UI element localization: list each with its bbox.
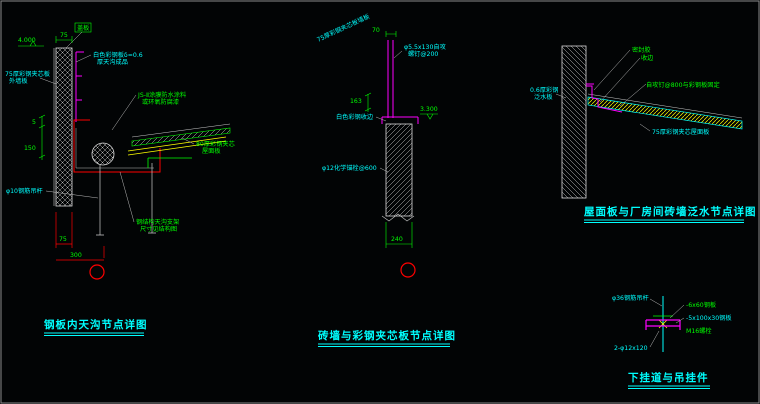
leader-lines [649,298,685,348]
brick-wall-hatch [385,123,413,217]
title-hanger: 下挂道与吊挂件 [628,371,709,384]
label-plate-b: -5x100x30钢板 [686,314,732,322]
elevation-value: 3.300 [420,106,438,113]
elevation-mark [18,40,44,47]
break-line [381,213,415,222]
detail-parapet-flashing: 密封胶 收边 自攻钉@800与彩钢板固定 0.6厚彩钢 泛水板 75厚彩钢夹芯屋… [530,45,757,223]
label-flashing-1: 0.6厚彩钢 [530,86,558,94]
dim-left [38,114,46,160]
detail-brick-panel: 70 75厚彩钢夹芯板墙板 φ5.5x130自攻 螺钉@200 163 白色彩钢… [315,12,456,347]
brick-wall-hatch [561,45,587,199]
detail-hanger: φ36钢筋吊杆 -6x60钢板 -5x100x30钢板 M16螺栓 2-φ12x… [612,294,732,389]
dim-top-label: 70 [372,27,380,34]
label-wall-panel: 75厚彩钢夹芯板墙板 [315,12,370,43]
title-underline [628,385,710,389]
title-parapet-flashing: 屋面板与厂房间砖墙泛水节点详图 [584,205,757,218]
dim-left-a: 5 [32,119,36,126]
label-support-2: 尺寸见结构图 [140,225,177,233]
dim-bottom-a: 75 [59,236,67,243]
label-roof-panel-1: 80厚彩钢夹芯 [196,140,235,148]
label-hanger-rod: φ10钢筋吊杆 [6,187,43,195]
label-plate-a: -6x60钢板 [686,301,716,309]
elevation-value: 4.000 [18,37,36,44]
dim-bottom-label: 240 [391,236,403,243]
hanger-rods [96,163,156,236]
flashing-magenta [586,83,623,113]
label-bolt: M16螺栓 [686,327,712,335]
dim-left-b: 150 [24,145,36,152]
label-roof-panel: 75厚彩钢夹芯屋面板 [652,128,709,136]
title-underline [318,343,450,347]
title-gutter: 钢板内天沟节点详图 [44,318,148,331]
track-profile [645,319,681,330]
roof-panel [131,127,231,147]
label-support-1: 钢结构天沟支架 [136,218,179,226]
insulation-roll [91,142,115,166]
leader-lines [39,54,195,223]
leader-lines [375,50,403,173]
weld-mark [658,319,668,329]
flashing-magenta [75,51,84,122]
panel-edges [387,40,394,118]
label-roof-panel-2: 屋面板 [202,147,221,155]
detail-bubble [400,262,416,278]
label-bolt2: 2-φ12x120 [614,345,648,352]
label-rod: φ36钢筋吊杆 [612,294,649,302]
cap-flashing [381,116,419,124]
detail-gutter: 75 盖板 4.000 白色彩钢板δ=0.6 厚天沟成品 75厚彩钢夹芯板 外墙… [5,22,235,336]
cover-plate-box [74,22,92,33]
label-anchor: φ12化学锚栓@600 [322,164,377,172]
label-gutter-plate-2: 厚天沟成品 [97,58,128,66]
dim-163 [364,92,372,112]
gutter-profile [73,119,161,173]
dim-bottom-b: 300 [70,252,82,259]
title-brick-panel: 砖墙与彩钢夹芯板节点详图 [318,329,456,342]
label-edge-trim: 白色彩钢收边 [336,113,374,121]
roof-liner-yellow [127,136,227,156]
leader-lines [555,49,651,132]
dim-top [55,36,73,43]
title-underline [584,219,744,223]
label-screw: 自攻钉@800与彩钢板固定 [646,81,720,89]
label-wall-panel-1: 75厚彩钢夹芯板 [5,70,50,78]
label-screw-1: φ5.5x130自攻 [404,43,446,51]
elevation-mark [420,113,438,120]
wall-panel-hatch [55,47,73,207]
detail-bubble [89,264,105,280]
label-wall-panel-2: 外墙板 [9,77,28,85]
roof-panel [587,96,743,130]
title-underline [44,332,144,336]
label-cover: 盖板 [77,24,89,32]
label-sealant: 密封胶 [632,46,651,54]
label-trim: 收边 [641,54,654,62]
dim-163-label: 163 [350,98,362,105]
label-flashing-2: 泛水板 [534,93,553,101]
label-screw-2: 螺钉@200 [408,50,438,58]
dim-bottom [385,222,413,248]
label-gutter-plate-1: 白色彩钢板δ=0.6 [93,51,143,59]
dim-top-label: 75 [60,32,68,39]
label-coating-1: JS-Ⅱ涂膜防水涂料 [137,91,186,99]
support-angle [147,157,192,168]
label-coating-2: 或环氧防腐漆 [142,98,179,106]
dim-bottom [55,212,105,261]
dim-top [385,31,397,37]
